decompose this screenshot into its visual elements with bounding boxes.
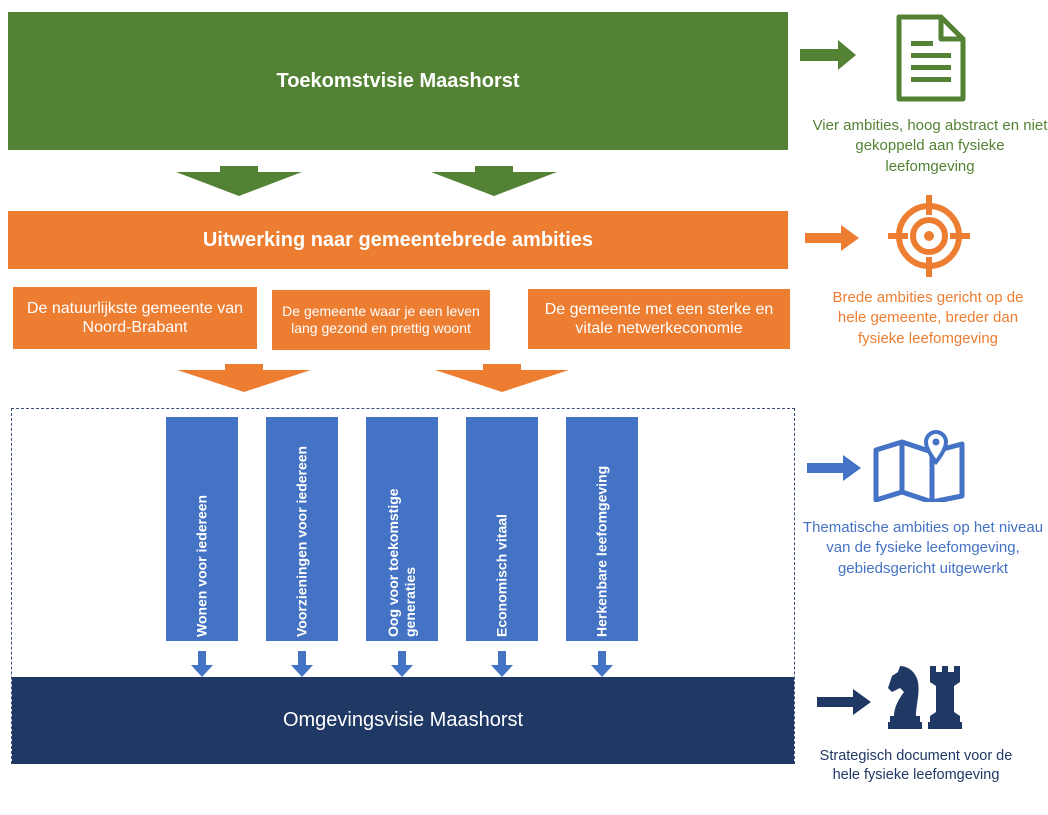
omgevingsvisie-title: Omgevingsvisie Maashorst (282, 709, 524, 731)
arrow-down-blue-1 (191, 651, 213, 677)
uitwerking-title: Uitwerking naar gemeentebrede ambities (202, 228, 594, 251)
arrow-down-blue-5 (591, 651, 613, 677)
omgevingsvisie-box: Omgevingsvisie Maashorst (12, 677, 794, 764)
ambition-label-2: De gemeente waar je een leven lang gezon… (282, 303, 480, 336)
arrow-right-green (800, 40, 856, 70)
themes-description: Thematische ambities op het niveau van d… (802, 519, 1044, 577)
omgevingsvisie-description: Strategisch document voor de hele fysiek… (819, 748, 1013, 783)
toekomstvisie-description: Vier ambities, hoog abstract en niet gek… (812, 117, 1048, 175)
ambition-box-2: De gemeente waar je een leven lang gezon… (272, 290, 490, 350)
theme-column-1: Wonen voor iedereen (166, 417, 238, 641)
ambition-box-1: De natuurlijkste gemeente van Noord-Brab… (13, 287, 257, 349)
toekomstvisie-box: Toekomstvisie Maashorst (8, 12, 788, 150)
ambition-box-3: De gemeente met een sterke en vitale net… (528, 289, 790, 349)
arrow-down-blue-3 (391, 651, 413, 677)
toekomstvisie-title: Toekomstvisie Maashorst (276, 69, 520, 92)
arrow-down-green-1 (176, 166, 302, 196)
theme-column-3: Oog voor toekomstige generaties (366, 417, 438, 641)
theme-label-1: Wonen voor iedereen (193, 494, 210, 637)
target-icon (888, 195, 970, 277)
theme-label-3: Oog voor toekomstige generaties (385, 488, 418, 637)
arrow-right-navy (817, 689, 871, 715)
ambition-label-3: De gemeente met een sterke en vitale net… (544, 300, 774, 337)
theme-column-5: Herkenbare leefomgeving (566, 417, 638, 641)
map-pin-icon (873, 430, 965, 502)
arrow-down-green-2 (431, 166, 557, 196)
arrow-down-blue-2 (291, 651, 313, 677)
arrow-down-orange-2 (435, 364, 569, 392)
chess-icon (888, 666, 962, 729)
arrow-right-blue (807, 455, 861, 481)
theme-label-2: Voorzieningen voor iedereen (293, 445, 310, 637)
document-icon (896, 14, 966, 102)
arrow-down-blue-4 (491, 651, 513, 677)
uitwerking-description: Brede ambities gericht op de hele gemeen… (832, 289, 1024, 347)
arrow-right-orange (805, 225, 859, 251)
ambition-label-1: De natuurlijkste gemeente van Noord-Brab… (26, 299, 244, 336)
theme-label-5: Herkenbare leefomgeving (593, 465, 610, 637)
theme-column-2: Voorzieningen voor iedereen (266, 417, 338, 641)
theme-label-4: Economisch vitaal (493, 514, 510, 637)
theme-column-4: Economisch vitaal (466, 417, 538, 641)
arrow-down-orange-1 (177, 364, 311, 392)
uitwerking-box: Uitwerking naar gemeentebrede ambities (8, 211, 788, 269)
